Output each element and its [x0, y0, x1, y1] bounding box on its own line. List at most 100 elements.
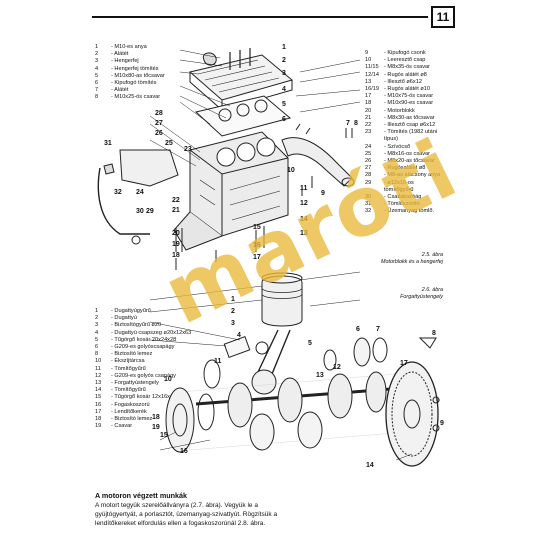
header-rule: [92, 16, 428, 18]
legend-item: 13- Forgattyústengely: [95, 380, 191, 387]
legend-number: 16/19: [365, 86, 379, 93]
legend-item: 30- Csatlakozóág: [365, 194, 440, 201]
legend-item: 1- Dugattyúgyűrű: [95, 308, 191, 315]
callout-b10: 10: [164, 376, 172, 383]
callout-5: 5: [282, 101, 286, 108]
legend-text: - Forgattyústengely: [111, 380, 159, 387]
legend-number: 2: [95, 51, 99, 58]
legend-text: - M8-as alacsony anya: [384, 172, 441, 179]
legend-text: - Alátét: [111, 87, 129, 94]
pulley-drawing: [165, 387, 215, 453]
figure-caption-2-6: 2.6. ábra Forgattyústengely: [350, 287, 443, 301]
legend-number: 8: [95, 94, 99, 101]
callout-17: 17: [253, 254, 261, 261]
callout-29: 29: [146, 208, 154, 215]
legend-number: 31: [365, 201, 372, 208]
legend-item: 19- Csavar: [95, 423, 191, 430]
legend-text: - M10x25-ös csavar: [111, 94, 161, 101]
callout-28: 28: [155, 110, 163, 117]
legend-text: - Csavar: [111, 423, 133, 430]
callout-19: 19: [172, 241, 180, 248]
callout-10: 10: [287, 167, 295, 174]
legend-text: - Tömítőgyűrű: [111, 365, 146, 372]
legend-number: 14: [95, 387, 102, 394]
legend-item: 5- M10x80-as tőcsavar: [95, 73, 165, 80]
legend-item: 18- M10x90-es csavar: [365, 100, 440, 107]
piston-drawing: [261, 272, 303, 327]
legend-item: 4- Dugattyú csapszeg ø20x12x63: [95, 330, 191, 337]
legend-text: - M10x80-as tőcsavar: [111, 72, 165, 79]
legend-number: 17: [365, 93, 372, 100]
callout-26: 26: [155, 130, 163, 137]
legend-text-continued: típus): [384, 136, 398, 143]
legend-text-continued: tömítőgyűrű: [384, 186, 414, 193]
callout-b12: 12: [333, 364, 341, 371]
legend-text: - Fogaskoszorú: [111, 401, 150, 408]
legend-text: - Dugattyúgyűrű: [111, 308, 151, 314]
callout-20: 20: [172, 230, 180, 237]
legend-text: - Biztosítógyűrű ø20: [111, 322, 162, 329]
callout-21: 21: [172, 207, 180, 214]
legend-number: 11: [95, 365, 101, 372]
connecting-rod-drawing: [223, 329, 291, 395]
legend-number: 25: [365, 150, 372, 157]
legend-number: 15: [95, 394, 102, 401]
callout-24: 24: [136, 189, 144, 196]
legend-text: - M8x35-ös csavar: [384, 64, 431, 71]
callout-b9: 9: [440, 420, 444, 427]
legend-item: 18- Biztosító lemez: [95, 416, 191, 423]
legend-item: 6- Kipufogó tömítés: [95, 80, 165, 87]
page-number: 11: [431, 6, 455, 28]
legend-text: - G209-es golyós csapágy: [111, 372, 176, 379]
callout-b11: 11: [214, 358, 222, 365]
legend-number: 29: [365, 179, 372, 186]
callout-4: 4: [282, 86, 286, 93]
legend-item: 28- M8-as alacsony anya: [365, 172, 440, 179]
legend-item: 10- Leeresztő csap: [365, 57, 440, 64]
legend-text: - M8x30-as tőcsavar: [384, 114, 435, 121]
callout-3: 3: [282, 70, 286, 77]
legend-number: 6: [95, 80, 99, 87]
legend-number: 4: [95, 65, 99, 72]
legend-item: 3- Hengerfej: [95, 58, 165, 65]
legend-item: 7- Alátét: [95, 87, 165, 94]
legend-number: 4: [95, 329, 99, 336]
legend-text: - Lendítőkerék: [111, 408, 147, 415]
callout-b4: 4: [237, 332, 241, 339]
callout-b17: 17: [400, 360, 408, 367]
callout-32: 32: [114, 189, 122, 196]
callout-b1: 1: [231, 296, 235, 303]
engine-block-drawing: [173, 131, 289, 251]
legend-item: 6- G209-es golyóscsapágy: [95, 344, 191, 351]
legend-item: 13- Illesztő ø6x12: [365, 79, 440, 86]
callout-1: 1: [282, 44, 286, 51]
legend-text: - Rugós alátét ø8: [384, 71, 427, 78]
callout-23: 23: [184, 146, 192, 153]
callout-b14: 14: [366, 462, 374, 469]
legend-item: 27- Rugósalátét ø8: [365, 165, 440, 172]
legend-text: - Leeresztő csap: [384, 57, 426, 64]
legend-item: 32- Üzemanyag tömlő.: [365, 208, 440, 215]
legend-item: 8 - M10x25-ös csavar: [95, 94, 165, 101]
legend-text: - M10x90-es csavar: [384, 100, 434, 107]
section-title: A motoron végzett munkák: [95, 491, 187, 500]
legend-number: 32: [365, 208, 372, 215]
legend-number: 26: [365, 158, 372, 165]
callout-b15: 15: [160, 432, 168, 439]
callout-b6: 6: [356, 326, 360, 333]
legend-number: 13: [365, 78, 372, 85]
legend-text: - Kipufogó csonk: [384, 50, 426, 56]
legend-item: 2- Dugattyú: [95, 315, 191, 322]
legend-text: - Tömítés (1982 utáni: [384, 129, 438, 136]
legend-number: 8: [95, 351, 99, 358]
legend-text: - Ékszíjtárcsa: [111, 358, 145, 365]
legend-number: 2: [95, 315, 99, 322]
callout-9: 9: [321, 190, 325, 197]
legend-item: 22- Illesztő csap ø6x12: [365, 122, 440, 129]
legend-item: 8- Biztosító lemez: [95, 351, 191, 358]
bearings-drawing: [203, 337, 437, 389]
